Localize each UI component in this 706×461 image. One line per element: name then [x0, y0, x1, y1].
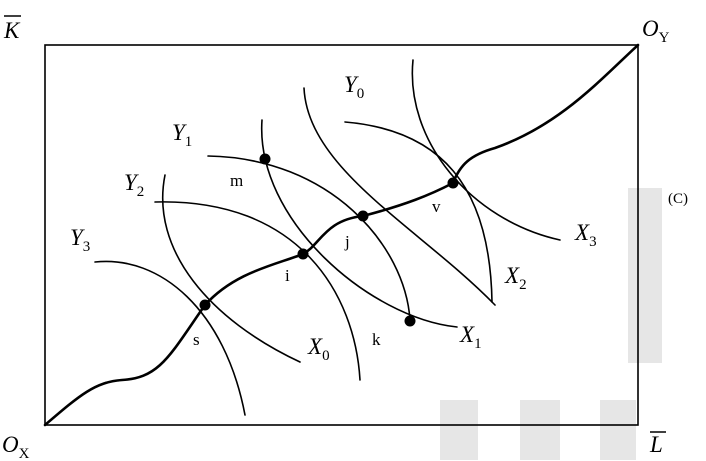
contract-curve [43, 43, 640, 427]
isoquant-x1 [261, 119, 458, 328]
label-x0: X0 [307, 334, 330, 364]
point-m-label: m [230, 171, 243, 190]
point-k-label: k [372, 330, 381, 349]
y-isoquants [94, 121, 493, 416]
corner-ox-label: OX [2, 432, 30, 461]
isoquant-x3 [411, 59, 561, 241]
point-m-dot [259, 153, 271, 165]
point-s-dot [199, 299, 211, 311]
isoquant-y3 [94, 260, 246, 416]
panel-label: (C) [668, 191, 688, 207]
point-j-dot [357, 210, 369, 222]
point-v-dot [447, 177, 459, 189]
isoquant-y0 [344, 121, 493, 303]
corner-oy-label: OY [642, 16, 670, 46]
point-j-label: j [344, 232, 350, 251]
label-x2: X2 [504, 263, 527, 293]
corner-k-bar-label: K [3, 18, 21, 43]
point-v-label: v [432, 197, 441, 216]
label-y1: Y1 [172, 120, 192, 150]
watermark [440, 188, 662, 460]
label-y2: Y2 [124, 170, 144, 200]
isoquant-x2 [303, 87, 496, 306]
isoquant-x0 [161, 174, 301, 363]
label-x1: X1 [459, 322, 482, 352]
box-frame [44, 44, 639, 426]
isoquant-y2 [154, 201, 361, 381]
isoquant-y1 [207, 155, 411, 321]
point-s-label: s [193, 330, 200, 349]
point-i-dot [297, 248, 309, 260]
label-x3: X3 [574, 220, 597, 250]
point-i-label: i [285, 266, 290, 285]
point-k-dot [404, 315, 416, 327]
label-y0: Y0 [344, 72, 364, 102]
points [199, 153, 459, 327]
corner-l-bar-label: L [649, 432, 663, 457]
label-y3: Y3 [70, 225, 90, 255]
